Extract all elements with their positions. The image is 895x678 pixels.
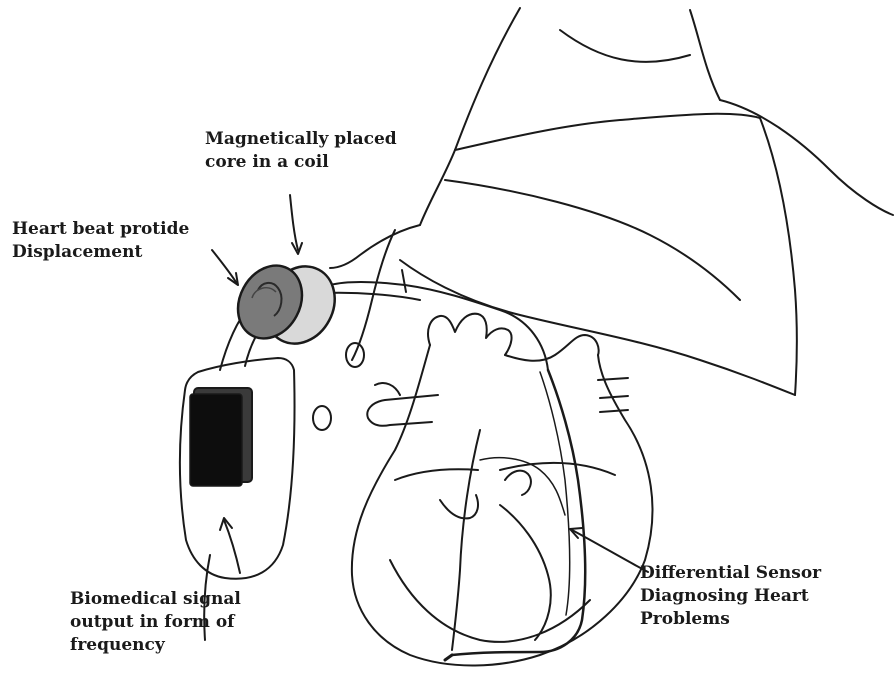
label-sensor-line3: Problems (640, 608, 821, 631)
vessel-right-3 (600, 410, 628, 412)
collar-left (330, 225, 420, 268)
neck-right-line (690, 10, 720, 100)
body-outline (330, 8, 893, 395)
shoulder-drop (760, 118, 797, 395)
ventricle-left-inner (395, 469, 478, 480)
valve-left (440, 495, 478, 518)
ventricle-right-inner (500, 463, 615, 475)
label-biomedical-signal: Biomedical signal output in form of freq… (70, 588, 241, 657)
septum (452, 430, 480, 650)
rib-loop-2 (313, 406, 331, 430)
vein-left (375, 383, 400, 395)
chin-line (560, 30, 690, 62)
label-magnetic-core: Magnetically placed core in a coil (205, 128, 397, 174)
heart-lower-curve (390, 560, 590, 642)
arrow-heartbeat (212, 250, 236, 282)
sensor-lead (452, 370, 585, 655)
label-sensor-line1: Differential Sensor (640, 562, 821, 585)
label-biomedical-line3: frequency (70, 634, 241, 657)
aorta-arch (428, 314, 512, 355)
magnetic-coil (226, 254, 348, 356)
chest-line-inner (445, 180, 740, 300)
battery-body (190, 394, 242, 486)
vessel-right-1 (598, 378, 628, 380)
vessel-right-2 (600, 396, 628, 398)
label-heart-beat: Heart beat protide Displacement (12, 218, 189, 264)
inner-chamber-1 (500, 505, 551, 640)
label-magnetic-core-line2: core in a coil (205, 151, 397, 174)
heart-outline (352, 345, 653, 666)
pulmonary-left (367, 395, 438, 426)
pulse-generator (190, 388, 252, 486)
label-magnetic-core-line1: Magnetically placed (205, 128, 397, 151)
label-heart-beat-line1: Heart beat protide (12, 218, 189, 241)
chest-line-lower (400, 260, 795, 395)
label-heart-beat-line2: Displacement (12, 241, 189, 264)
aorta-trunk (505, 335, 599, 361)
neck-left-line (420, 8, 520, 225)
arrow-sensor (572, 530, 648, 572)
wire-tick (402, 270, 406, 292)
arrow-magnet (290, 195, 298, 250)
shoulder-top (720, 100, 893, 215)
valve-right (505, 471, 531, 495)
label-sensor-line2: Diagnosing Heart (640, 585, 821, 608)
collar-upper (455, 114, 760, 150)
sensor-lead-inner (540, 372, 570, 615)
sensor-lead-tip (445, 655, 452, 660)
rib-marks (313, 343, 364, 430)
label-biomedical-line2: output in form of (70, 611, 241, 634)
label-biomedical-line1: Biomedical signal (70, 588, 241, 611)
heart (352, 314, 653, 666)
coil-lead-wire (330, 282, 548, 370)
label-differential-sensor: Differential Sensor Diagnosing Heart Pro… (640, 562, 821, 631)
